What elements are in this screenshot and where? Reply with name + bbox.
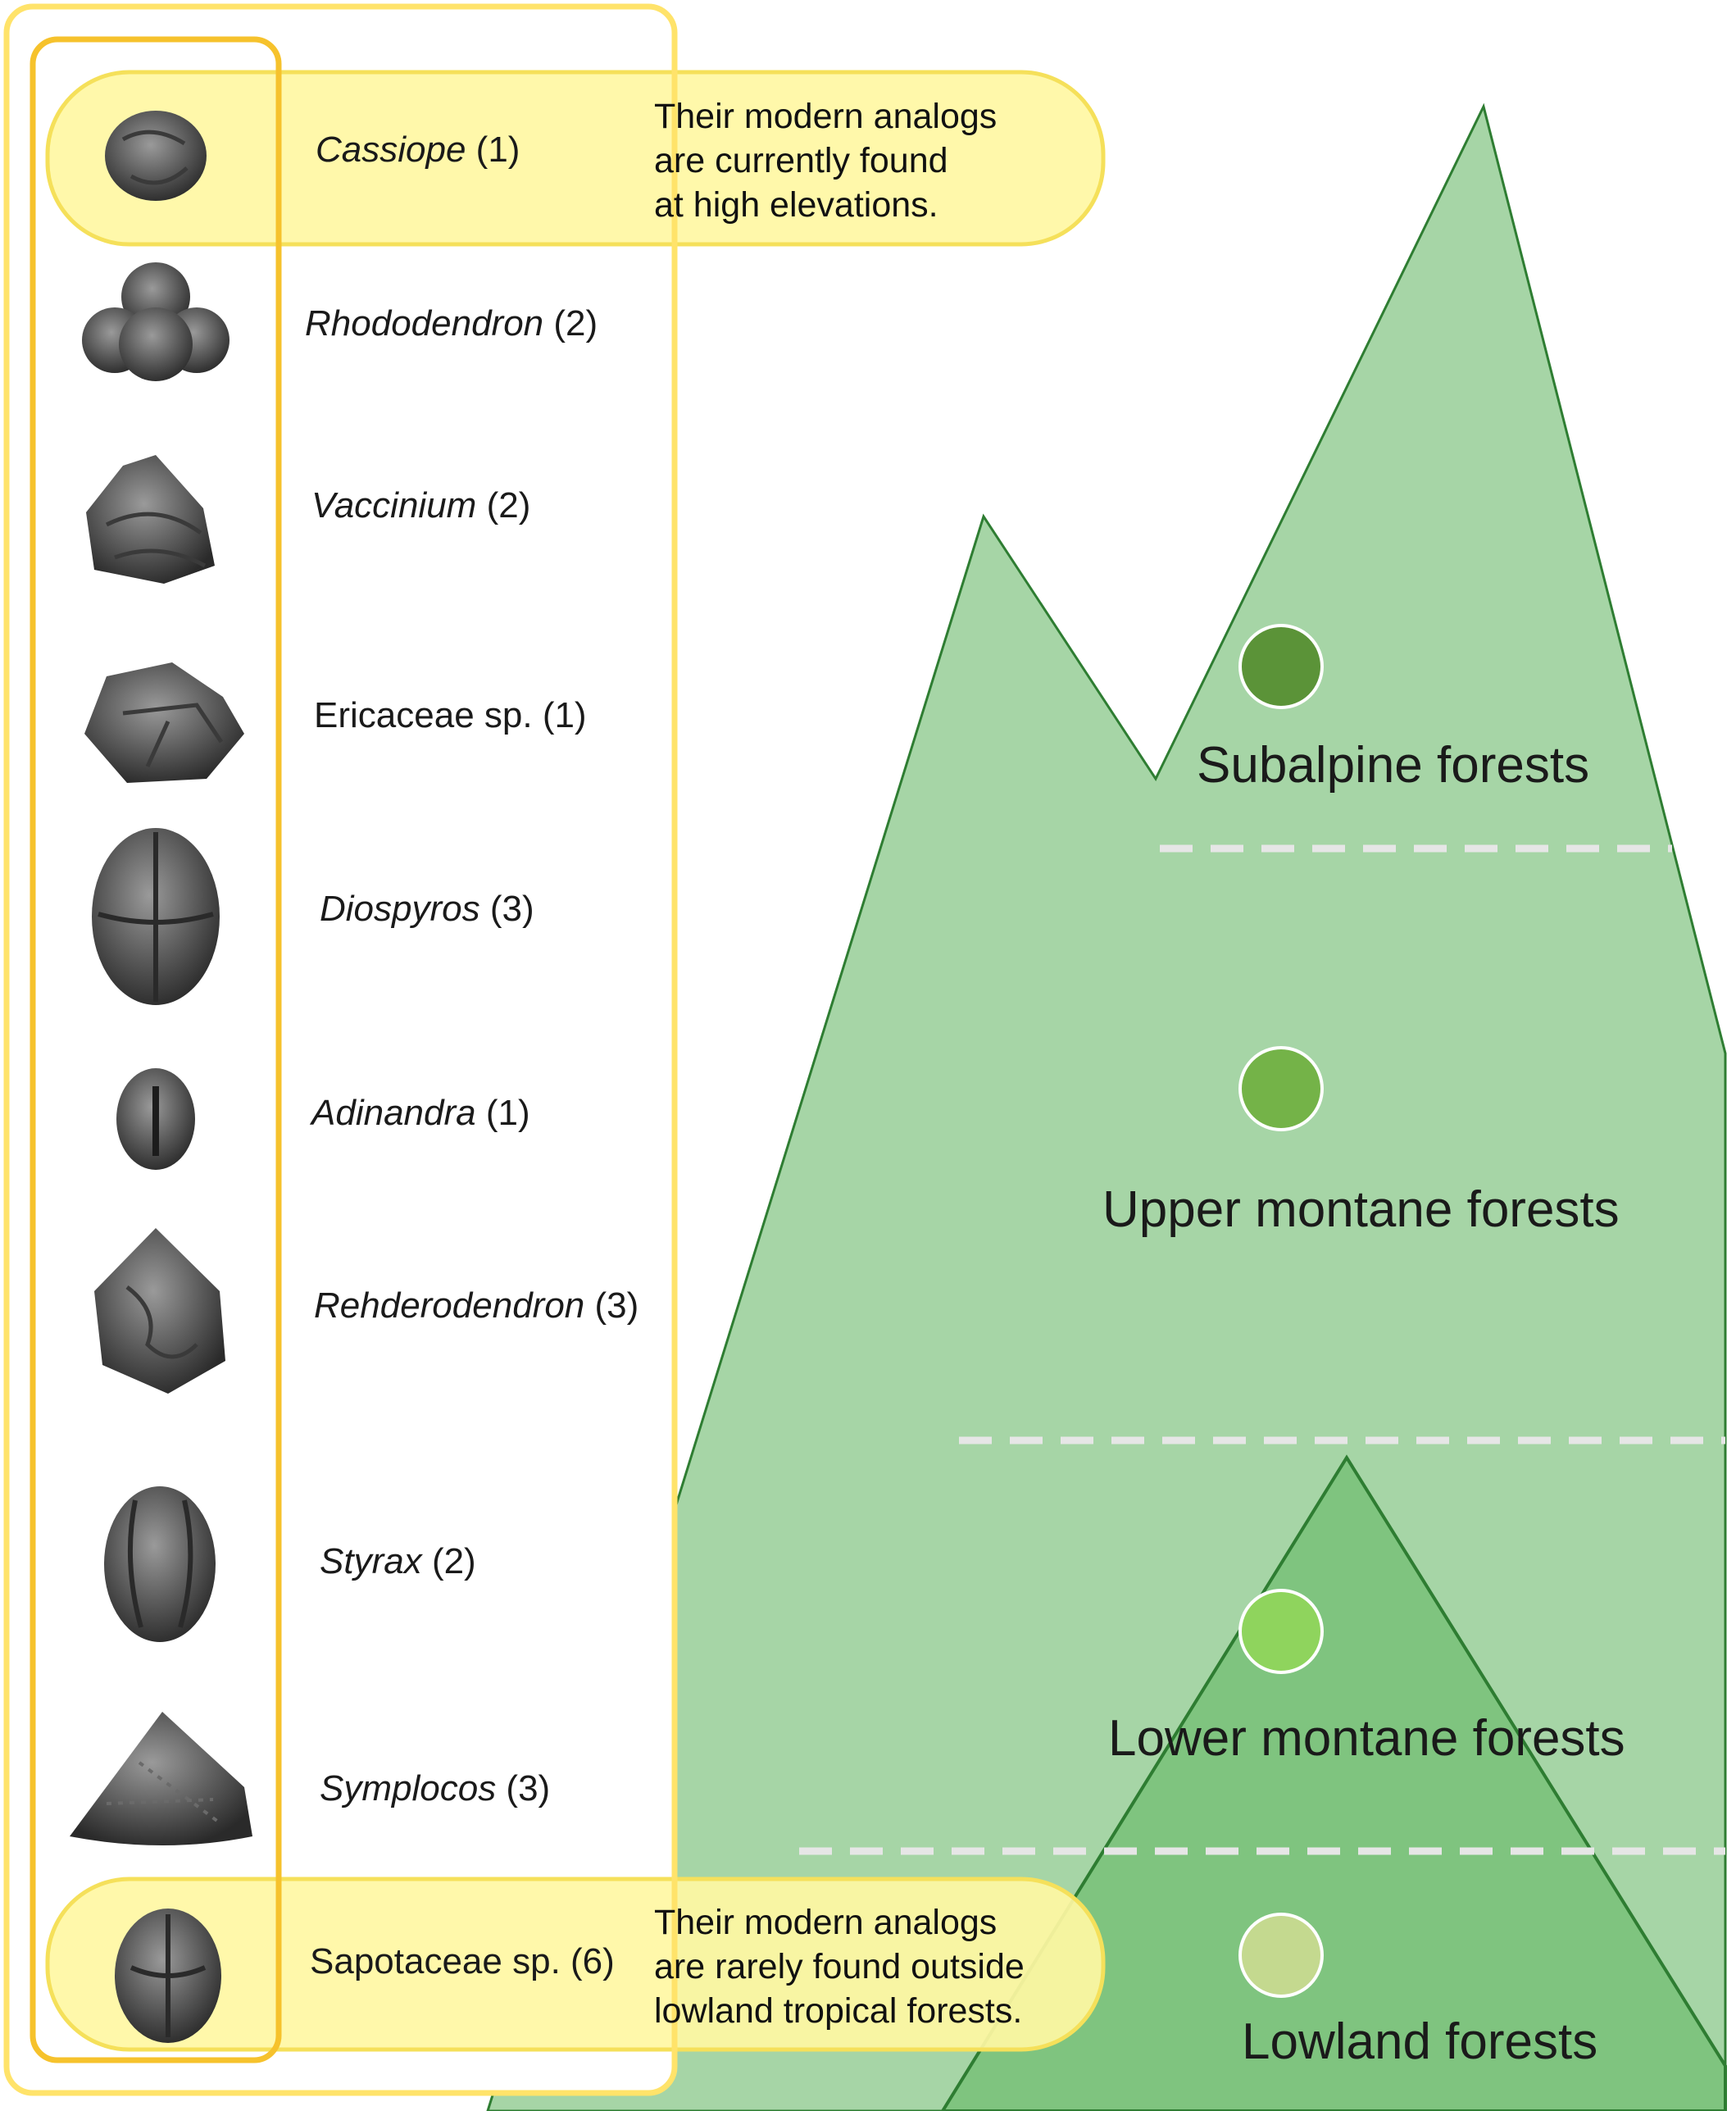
taxon-label-diospyros: Diospyros (3) (320, 889, 534, 929)
taxon-label-rhododendron: Rhododendron (2) (305, 303, 598, 343)
pollen-image-vaccinium (86, 455, 215, 584)
zone-dot-lowland (1238, 1913, 1324, 1998)
pollen-image-ericaceae (84, 662, 244, 783)
pollen-image-diospyros (92, 828, 220, 1005)
pollen-image-styrax (104, 1486, 216, 1642)
zone-dot-upper-montane (1238, 1046, 1324, 1131)
taxon-label-adinandra: Adinandra (1) (311, 1093, 530, 1133)
pollen-image-sapotaceae (115, 1909, 221, 2043)
zone-label-subalpine: Subalpine forests (1197, 737, 1590, 794)
small-mountain (940, 1454, 1727, 2111)
taxon-label-symplocos: Symplocos (3) (320, 1768, 551, 1808)
highlight-high-elevation (45, 70, 1106, 247)
taxon-label-rehderodendron: Rehderodendron (3) (314, 1285, 639, 1326)
zone-label-upper-montane: Upper montane forests (1102, 1181, 1620, 1238)
taxon-label-styrax: Styrax (2) (320, 1541, 476, 1581)
note-high-elevation: Their modern analogs are currently found… (654, 97, 998, 225)
inner-frame (30, 36, 282, 2063)
taxon-label-cassiope: Cassiope (1) (316, 130, 520, 170)
note-lowland: Their modern analogs are rarely found ou… (654, 1903, 1025, 2031)
zone-dot-subalpine (1238, 624, 1324, 709)
pollen-image-rhododendron (82, 262, 229, 381)
zone-label-lowland: Lowland forests (1242, 2013, 1598, 2070)
pollen-image-symplocos (70, 1712, 252, 1845)
zone-dot-lower-montane (1238, 1589, 1324, 1674)
zone-label-lower-montane: Lower montane forests (1108, 1710, 1625, 1767)
outer-frame (3, 3, 678, 2096)
taxon-label-sapotaceae: Sapotaceae sp. (6) (310, 1941, 615, 1981)
pollen-image-rehderodendron (94, 1228, 225, 1394)
pollen-image-cassiope (105, 111, 207, 201)
taxon-label-vaccinium: Vaccinium (2) (311, 485, 531, 525)
taxon-label-ericaceae: Ericaceae sp. (1) (314, 695, 587, 735)
pollen-image-adinandra (116, 1068, 195, 1170)
highlight-lowland (45, 1877, 1106, 2052)
